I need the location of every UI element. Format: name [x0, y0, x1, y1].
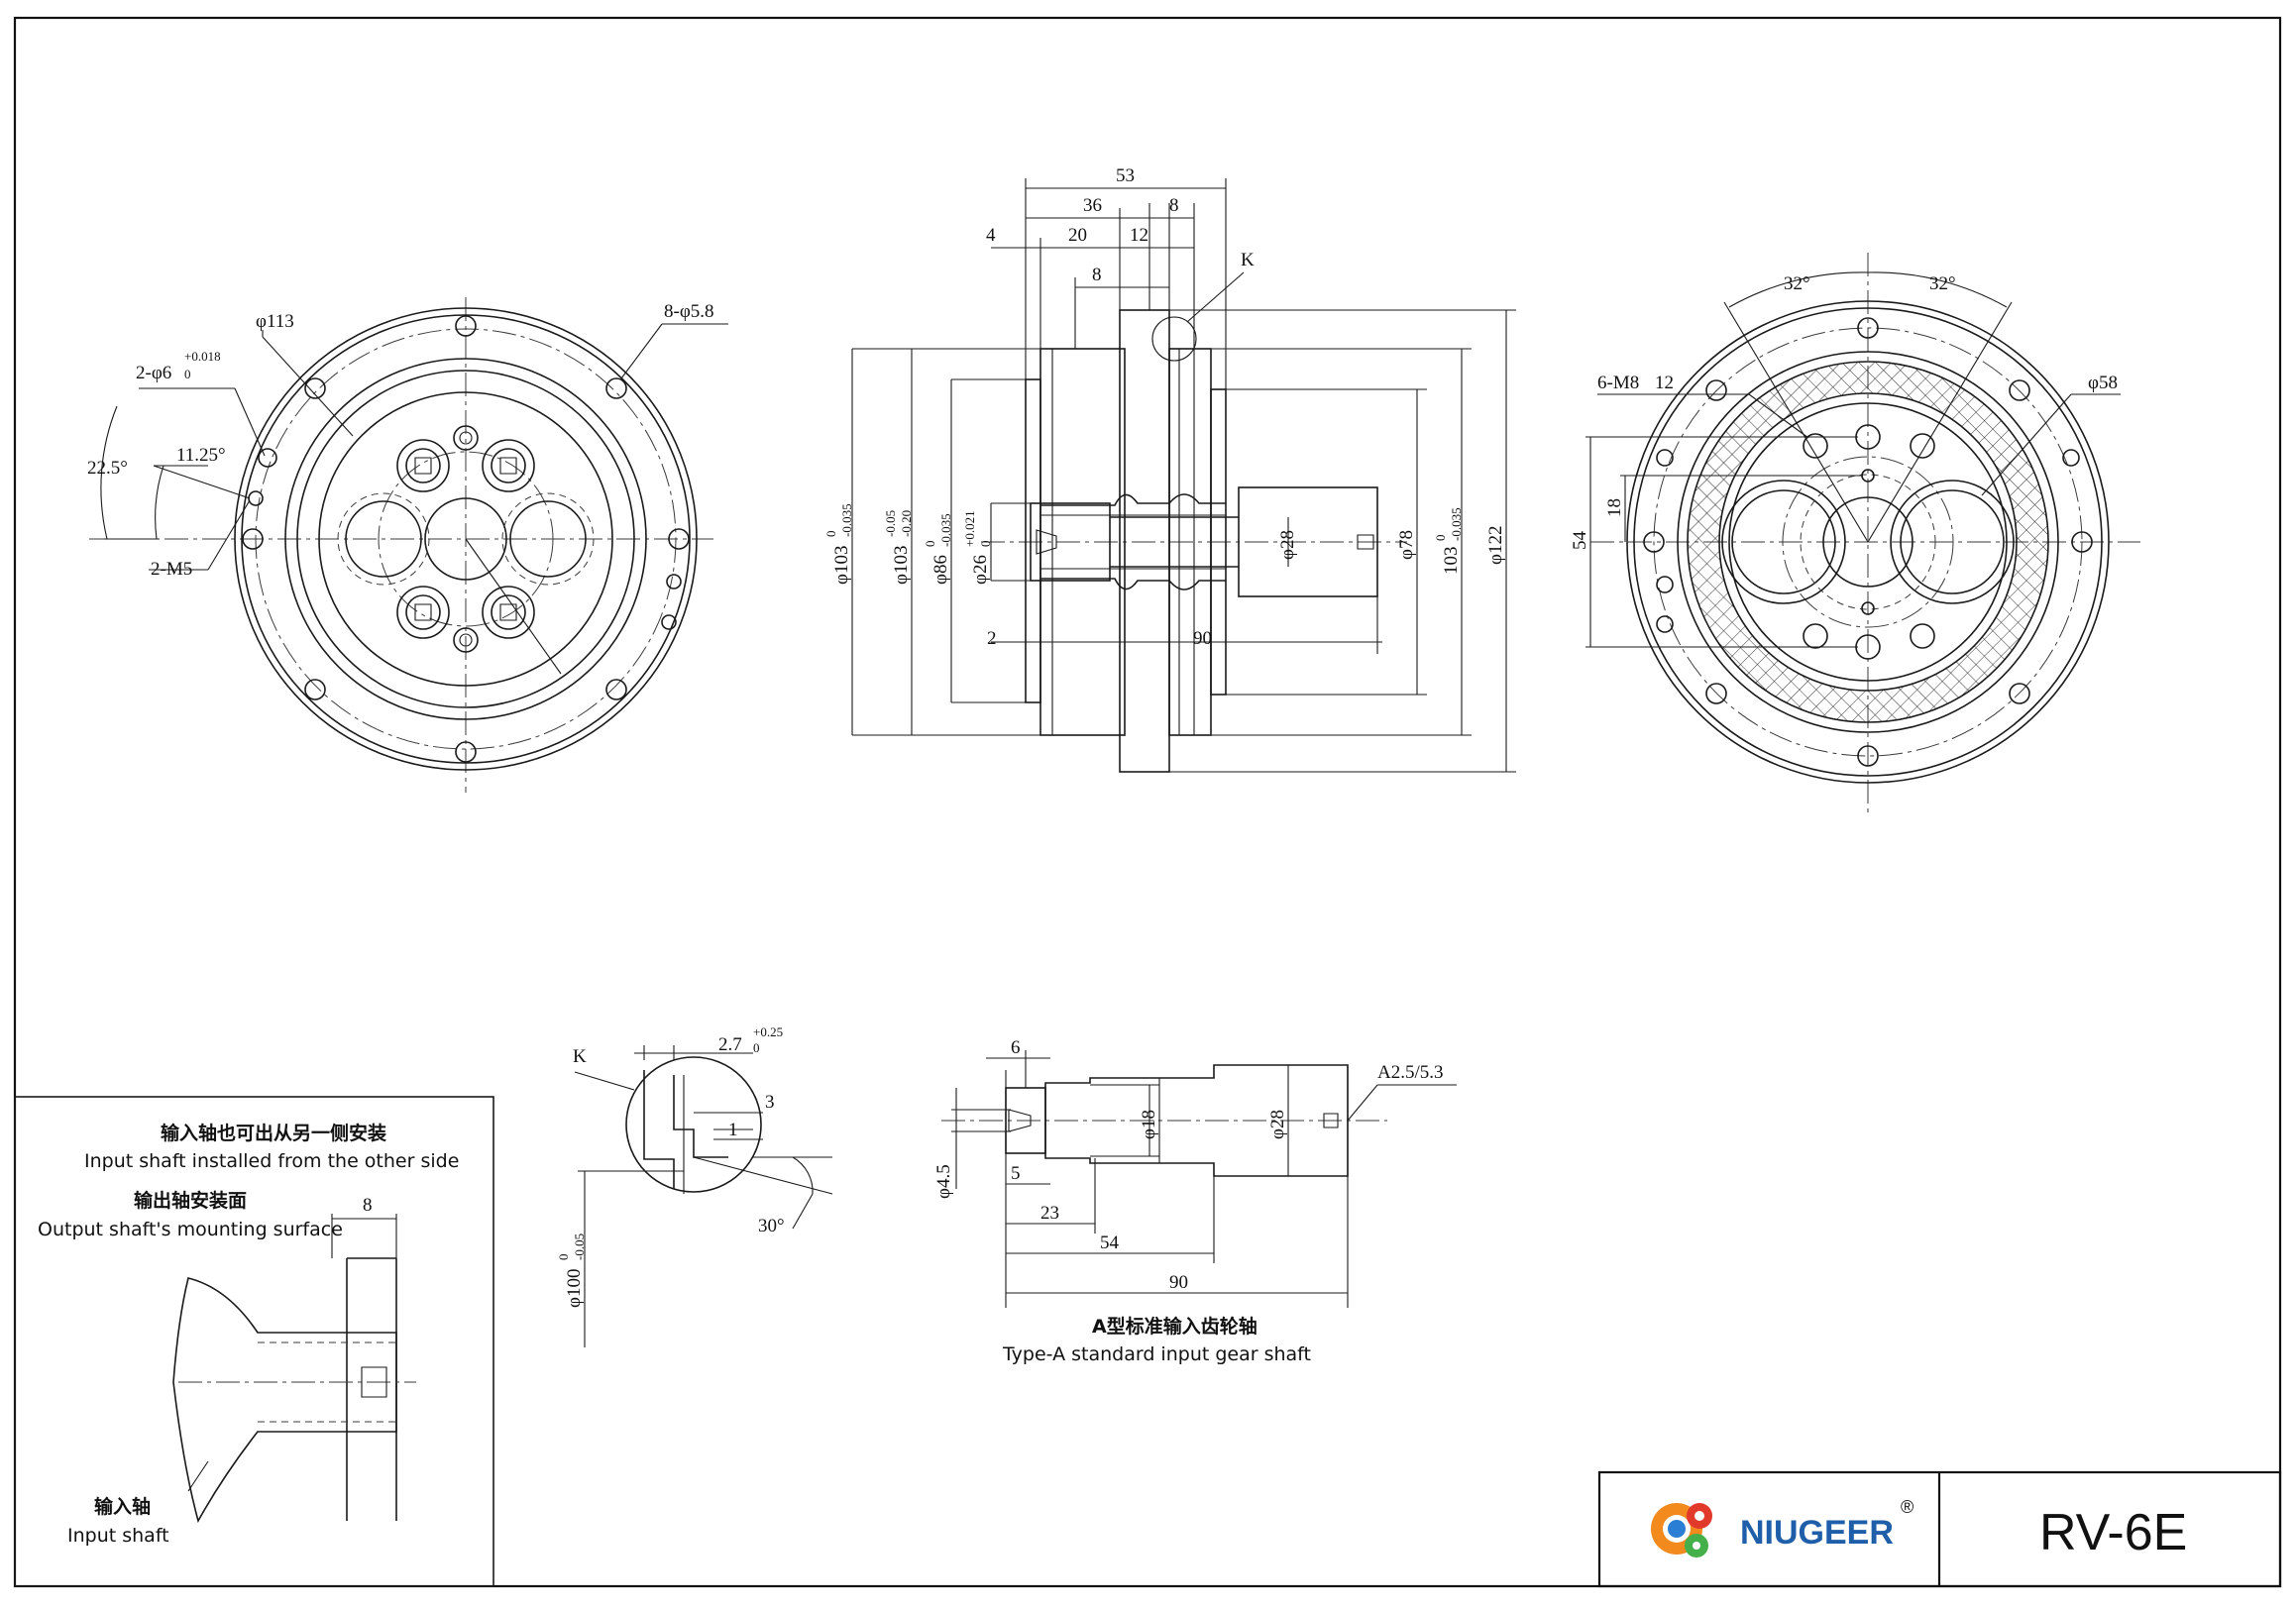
rear-flange-holes — [1643, 317, 2093, 767]
label-m8-depth: 12 — [1655, 373, 1674, 393]
shaft-dia18: φ18 — [1139, 1110, 1159, 1139]
label-d2: 2 — [987, 628, 997, 649]
label-holes: 8-φ5.8 — [664, 301, 714, 322]
label-dia86-tol-lo: -0.035 — [938, 513, 953, 547]
model-number: RV-6E — [2039, 1504, 2187, 1561]
front-view: φ113 2-φ6 +0.018 0 8-φ5.8 22.5° 11.25° 2… — [87, 297, 728, 793]
label-dia103b-tol-hi: -0.05 — [883, 510, 898, 537]
note-line2-cn: 输出轴安装面 — [134, 1189, 247, 1212]
label-dia103a-tol-lo: -0.035 — [839, 503, 854, 537]
shaft-d5: 5 — [1011, 1163, 1021, 1184]
label-dia103c-tol-hi: 0 — [1433, 535, 1448, 542]
label-d8a: 8 — [1169, 195, 1179, 216]
label-d18: 18 — [1604, 498, 1625, 517]
detail-k-label: K — [573, 1046, 587, 1067]
note-line2-en: Output shaft's mounting surface — [38, 1219, 343, 1240]
front-bolt-heads — [396, 439, 535, 639]
label-dia103c-tol-lo: -0.035 — [1449, 507, 1464, 541]
label-pin-tol-low: 0 — [184, 367, 191, 381]
shaft-d23: 23 — [1040, 1203, 1059, 1224]
detail-d27-tol-hi: +0.25 — [753, 1024, 783, 1039]
label-d113: φ113 — [256, 311, 294, 332]
label-d36: 36 — [1083, 195, 1102, 216]
label-dia122: φ122 — [1485, 526, 1506, 565]
detail-d1: 1 — [728, 1120, 738, 1140]
label-dia103a: φ103 — [831, 546, 852, 585]
title-block: NIUGEER ® RV-6E — [1597, 1470, 2282, 1588]
label-d20: 20 — [1068, 225, 1087, 246]
shaft-caption-en: Type-A standard input gear shaft — [1002, 1343, 1311, 1365]
note-dim8: 8 — [363, 1195, 373, 1216]
brand-logo — [1651, 1503, 1712, 1557]
label-d53: 53 — [1116, 165, 1135, 186]
label-ang-left: 32° — [1784, 273, 1810, 294]
section-view: 53 36 8 4 20 12 8 K 2 90 φ103 0 -0.035 φ… — [823, 165, 1516, 773]
label-k: K — [1241, 250, 1255, 270]
label-dia26-tol-hi: +0.021 — [962, 510, 977, 547]
label-ang-right: 32° — [1929, 273, 1956, 294]
label-d8b: 8 — [1092, 265, 1102, 285]
note-line1-en: Input shaft installed from the other sid… — [84, 1150, 459, 1172]
label-d90: 90 — [1193, 628, 1212, 649]
brand-name: NIUGEER — [1740, 1514, 1894, 1552]
label-d4: 4 — [986, 225, 996, 246]
label-pin: 2-φ6 — [136, 363, 171, 383]
detail-d27-tol-lo: 0 — [753, 1040, 760, 1055]
label-d12: 12 — [1130, 225, 1148, 246]
label-m5: 2-M5 — [151, 559, 192, 580]
shaft-d54: 54 — [1100, 1233, 1120, 1253]
rear-view: 32° 32° 6-M8 12 φ58 54 18 — [1570, 253, 2140, 812]
label-dia103b-tol-lo: -0.20 — [899, 510, 914, 537]
shaft-dia45: φ4.5 — [933, 1164, 954, 1199]
note-line3-cn: 输入轴 — [94, 1495, 151, 1518]
label-dia103c: 103 — [1441, 547, 1462, 576]
sheet-border — [13, 16, 2282, 1588]
detail-dia100-tol-lo: -0.05 — [572, 1234, 587, 1260]
label-m8: 6-M8 — [1597, 373, 1639, 393]
label-d54: 54 — [1570, 531, 1590, 551]
label-angle-11: 11.25° — [176, 445, 226, 466]
shaft-a25: A2.5/5.3 — [1377, 1062, 1444, 1083]
label-dia86: φ86 — [930, 555, 951, 585]
shaft-caption-cn: A型标准输入齿轮轴 — [1092, 1315, 1257, 1338]
rear-inner-holes — [1803, 424, 1935, 660]
label-dia78: φ78 — [1396, 530, 1417, 560]
shaft-d90: 90 — [1169, 1272, 1188, 1293]
input-shaft-detail: 6 A2.5/5.3 φ18 φ28 φ4.5 5 23 54 90 A型标准输… — [933, 1037, 1457, 1365]
label-dia26-tol-lo: 0 — [978, 541, 993, 548]
detail-ang30: 30° — [758, 1216, 785, 1236]
shaft-dia28: φ28 — [1267, 1110, 1288, 1139]
label-dia28: φ28 — [1277, 530, 1298, 560]
label-dia103b: φ103 — [891, 546, 912, 585]
detail-dia100: φ100 — [564, 1269, 585, 1308]
label-dia26: φ26 — [970, 555, 991, 585]
note-line3-en: Input shaft — [67, 1525, 169, 1547]
label-angle-22: 22.5° — [87, 458, 128, 479]
label-dia103a-tol-hi: 0 — [823, 531, 838, 538]
detail-d27: 2.7 — [718, 1034, 742, 1055]
note-box: 输入轴也可出从另一侧安装 Input shaft installed from … — [14, 1096, 494, 1587]
registered-mark: ® — [1901, 1497, 1913, 1517]
label-d58: φ58 — [2088, 373, 2118, 393]
detail-dia100-tol-hi: 0 — [556, 1254, 571, 1261]
shaft-d6: 6 — [1011, 1037, 1021, 1058]
label-pin-tol: +0.018 — [184, 349, 221, 364]
label-dia86-tol-hi: 0 — [923, 541, 937, 548]
note-line1-cn: 输入轴也可出从另一侧安装 — [161, 1122, 386, 1144]
front-flange-holes — [242, 315, 690, 763]
detail-k: K 2.7 +0.25 0 3 1 30° φ100 0 -0.05 — [556, 1024, 833, 1347]
detail-d3: 3 — [765, 1092, 775, 1113]
